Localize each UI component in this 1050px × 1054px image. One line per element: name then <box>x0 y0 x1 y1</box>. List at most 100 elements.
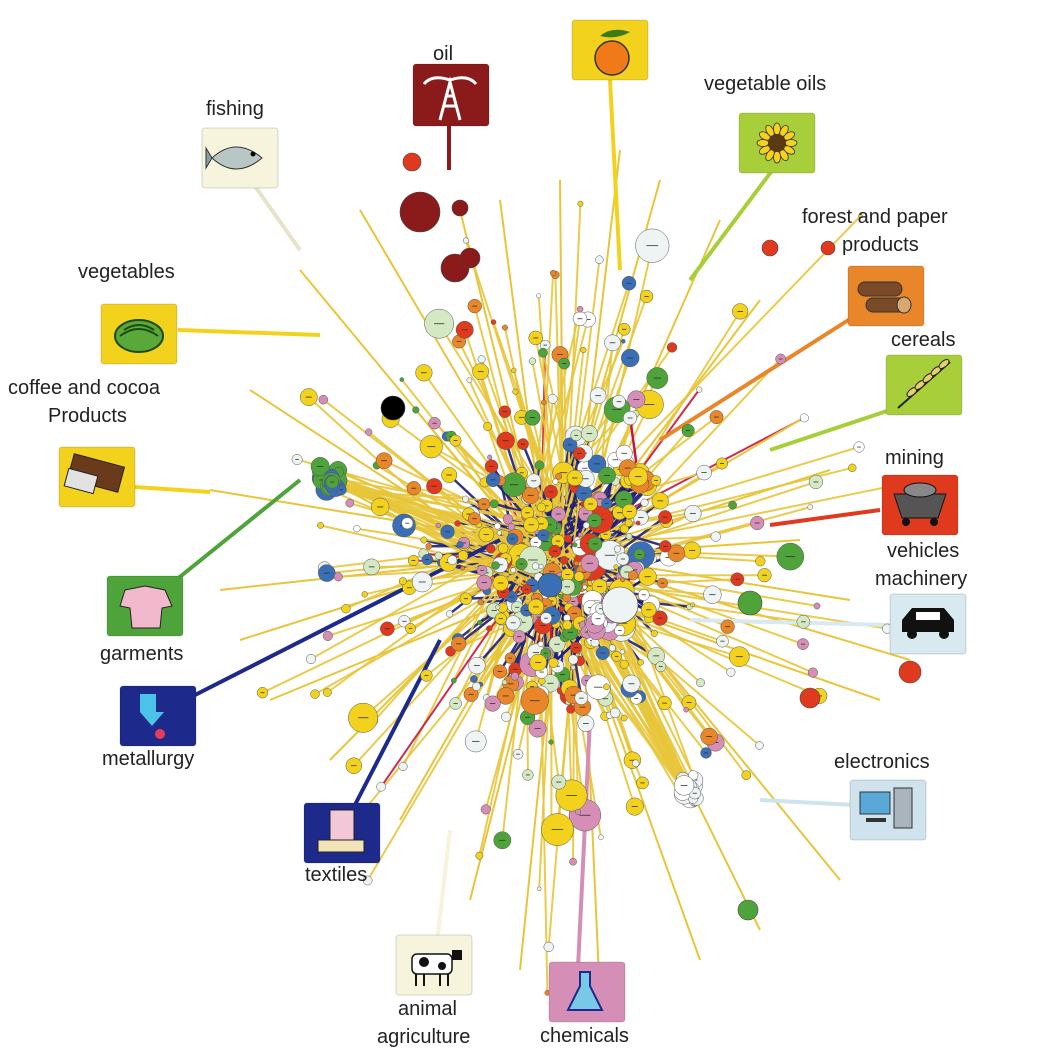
network-node <box>598 834 604 841</box>
shirt <box>119 585 173 629</box>
network-node <box>493 522 501 530</box>
network-node <box>568 654 579 665</box>
network-node <box>640 498 649 507</box>
derrick <box>438 76 462 121</box>
network-node <box>610 707 621 718</box>
network-node <box>625 532 633 540</box>
monitor <box>859 791 891 815</box>
network-node <box>799 413 809 423</box>
network-node <box>726 667 736 677</box>
network-node <box>399 191 441 233</box>
network-node <box>510 672 520 681</box>
chocolate-bar-icon <box>58 446 136 508</box>
network-node <box>619 659 629 669</box>
cow-body <box>411 953 453 975</box>
lettuce-leaves <box>119 324 159 337</box>
network-nodes <box>256 152 922 996</box>
category-connector <box>576 719 592 969</box>
network-node <box>799 687 821 709</box>
network-node <box>650 629 658 637</box>
network-node <box>603 683 610 691</box>
network-node <box>380 395 406 421</box>
network-node <box>619 524 629 534</box>
computer-icon <box>849 779 927 841</box>
category-icons <box>58 19 967 1023</box>
label-cereals: cereals <box>891 329 956 351</box>
cow-icon <box>395 934 473 996</box>
network-node <box>536 293 542 299</box>
label-mining: mining <box>885 447 944 469</box>
network-node <box>755 741 764 750</box>
label-oil: oil <box>433 43 454 65</box>
network-node <box>495 604 501 610</box>
label-vegetable-oils: vegetable oils <box>704 73 827 95</box>
wheel <box>939 629 949 639</box>
network-node <box>305 653 317 665</box>
network-node <box>755 556 766 567</box>
network-node <box>361 591 368 598</box>
network-node <box>502 324 508 331</box>
network-node <box>502 514 514 525</box>
network-node <box>564 534 572 543</box>
network-node <box>574 808 582 815</box>
network-node <box>486 625 493 632</box>
network-node <box>501 679 508 685</box>
network-node <box>621 339 626 344</box>
category-connector <box>769 508 881 527</box>
wheat-icon <box>885 354 963 416</box>
network-node <box>696 386 703 393</box>
network-node <box>635 520 641 526</box>
network-node <box>512 388 519 395</box>
network-node <box>559 556 569 565</box>
car-window <box>916 612 940 620</box>
cow-spot <box>419 957 429 967</box>
ore <box>903 482 937 498</box>
network-node <box>619 649 625 655</box>
network-node <box>534 460 545 471</box>
network-node <box>613 564 619 570</box>
network-node <box>333 572 343 582</box>
fish-body <box>211 146 263 170</box>
network-node <box>486 543 496 554</box>
network-node <box>737 590 763 616</box>
network-node <box>531 562 540 570</box>
network-node <box>558 606 565 612</box>
fruit-leaf <box>600 29 630 38</box>
network-node <box>528 357 537 365</box>
network-node <box>501 711 512 722</box>
network-node <box>690 602 696 608</box>
network-edge <box>239 546 535 641</box>
clothing-icon <box>106 575 184 637</box>
sunflower-icon <box>738 112 816 174</box>
network-node <box>459 247 481 269</box>
network-node <box>341 604 351 614</box>
category-connector <box>608 79 622 271</box>
network-edge <box>484 600 544 810</box>
network-node <box>574 571 585 582</box>
flask-icon <box>548 961 626 1023</box>
log-icon <box>847 265 925 327</box>
network-node <box>820 240 836 256</box>
oil-derrick-icon <box>412 63 490 127</box>
network-node <box>345 498 355 508</box>
network-node <box>365 428 373 436</box>
category-connector <box>759 798 856 807</box>
network-node <box>537 572 563 598</box>
network-edge <box>249 389 549 586</box>
network-node <box>577 200 584 207</box>
wheel <box>907 629 917 639</box>
sunflower-center <box>768 134 786 152</box>
network-node <box>898 660 922 684</box>
network-node <box>454 520 461 527</box>
network-node <box>537 640 544 648</box>
network-node <box>457 550 469 561</box>
label-vegetables: vegetables <box>78 261 175 283</box>
network-node <box>761 239 779 257</box>
network-node <box>548 657 559 668</box>
network-node <box>475 851 484 860</box>
network-node <box>456 541 464 549</box>
network-edge <box>324 475 555 520</box>
network-node <box>460 566 465 571</box>
network-node <box>376 781 387 792</box>
